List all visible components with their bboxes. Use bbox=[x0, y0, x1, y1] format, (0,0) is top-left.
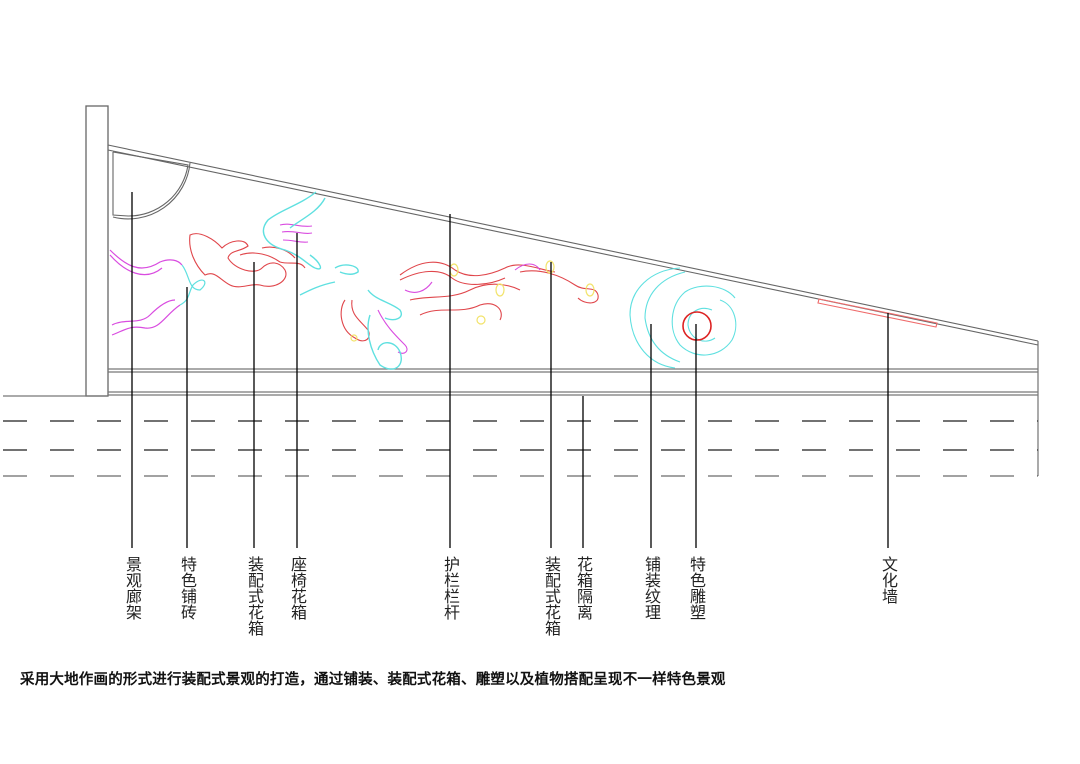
label-seat-planter: 座椅花箱 bbox=[288, 556, 307, 620]
label-landscape-pergola: 景观廊架 bbox=[123, 556, 142, 620]
label-paving-texture: 铺装纹理 bbox=[642, 556, 661, 620]
label-culture-wall: 文化墙 bbox=[879, 556, 898, 604]
diagram-caption: 采用大地作画的形式进行装配式景观的打造，通过铺装、装配式花箱、雕塑以及植物搭配呈… bbox=[20, 672, 726, 688]
ground-band bbox=[3, 368, 1038, 397]
ribbon-pattern-left bbox=[109, 249, 206, 336]
phoenix-pattern-red bbox=[189, 233, 599, 342]
pergola-arc bbox=[112, 151, 191, 220]
spiral-pattern-cyan bbox=[629, 267, 737, 369]
label-modular-planter-1: 装配式花箱 bbox=[245, 556, 264, 636]
label-planter-divider: 花箱隔离 bbox=[574, 556, 593, 620]
label-modular-planter-2: 装配式花箱 bbox=[542, 556, 561, 636]
ribbon-pattern-magenta bbox=[279, 223, 541, 354]
accent-pattern-yellow bbox=[350, 260, 595, 342]
sculpture-circle bbox=[682, 311, 712, 341]
culture-wall-bar bbox=[817, 298, 938, 328]
road-dashes bbox=[3, 420, 1038, 477]
top-edge bbox=[107, 144, 1039, 476]
leader-lines bbox=[131, 192, 889, 548]
label-feature-sculpture: 特色雕塑 bbox=[687, 556, 706, 620]
label-guardrail: 护栏栏杆 bbox=[441, 556, 460, 620]
label-feature-paving: 特色铺砖 bbox=[178, 556, 197, 620]
pergola-post bbox=[85, 105, 109, 397]
wing-pattern-cyan bbox=[262, 191, 402, 370]
